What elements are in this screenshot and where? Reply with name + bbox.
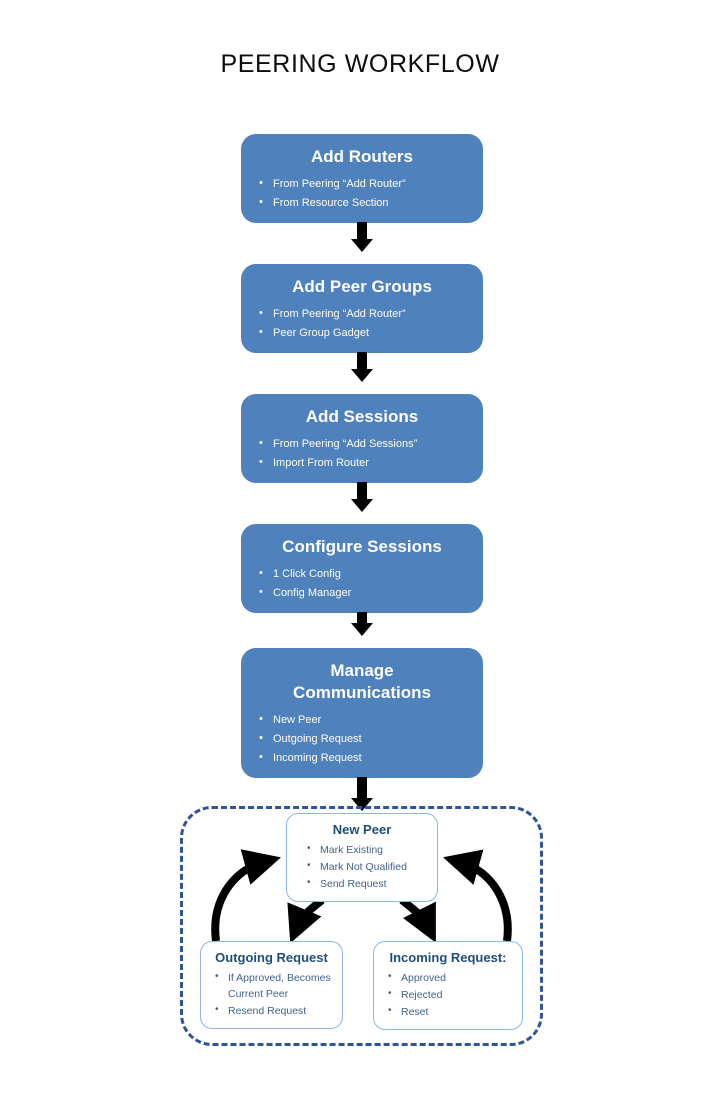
sub-box-new-peer: New Peer Mark Existing Mark Not Qualifie… [286,813,438,902]
arrow-head [351,369,373,382]
flow-box-title-line2: Communications [293,683,431,702]
list-item: Approved [384,969,516,986]
list-item: From Peering “Add Router” [255,174,473,194]
flow-box-bullet-list: From Peering “Add Router” From Resource … [241,174,483,213]
down-arrow-icon [351,482,373,512]
page-title: PEERING WORKFLOW [220,50,500,78]
arrow-head [351,623,373,636]
list-item: Send Request [303,875,431,892]
flow-box-bullet-list: From Peering “Add Router” Peer Group Gad… [241,304,483,343]
flow-box-manage-communications: Manage Communications New Peer Outgoing … [241,648,483,778]
sub-box-bullet-list: If Approved, Becomes Current Peer Resend… [201,969,342,1019]
list-item: Mark Not Qualified [303,858,431,875]
flow-box-bullet-list: From Peering “Add Sessions” Import From … [241,434,483,473]
sub-box-incoming-request: Incoming Request: Approved Rejected Rese… [373,941,523,1030]
list-item: Resend Request [211,1002,336,1019]
down-arrow-icon [351,612,373,636]
list-item: Rejected [384,986,516,1003]
arrow-head [351,239,373,252]
down-arrow-icon [351,222,373,252]
list-item: From Peering “Add Sessions” [255,434,473,454]
list-item: New Peer [255,710,473,730]
arrow-shaft [357,222,367,239]
list-item: Import From Router [255,453,473,473]
sub-box-bullet-list: Mark Existing Mark Not Qualified Send Re… [287,841,437,892]
list-item: 1 Click Config [255,564,473,584]
arrow-shaft [357,612,367,623]
sub-box-title: Outgoing Request [215,950,328,965]
down-arrow-icon [351,352,373,382]
arrow-shaft [357,482,367,499]
flow-box-bullet-list: New Peer Outgoing Request Incoming Reque… [241,710,483,768]
list-item: From Peering “Add Router” [255,304,473,324]
flow-box-bullet-list: 1 Click Config Config Manager [241,564,483,603]
sub-box-outgoing-request: Outgoing Request If Approved, Becomes Cu… [200,941,343,1029]
arrow-shaft [357,777,367,798]
arrow-head [351,499,373,512]
flow-box-add-peer-groups: Add Peer Groups From Peering “Add Router… [241,264,483,353]
list-item: Peer Group Gadget [255,323,473,343]
list-item: From Resource Section [255,193,473,213]
flow-box-configure-sessions: Configure Sessions 1 Click Config Config… [241,524,483,613]
list-item: Reset [384,1003,516,1020]
list-item: Mark Existing [303,841,431,858]
flow-box-title: Configure Sessions [282,537,442,556]
flow-box-title: Add Sessions [305,407,419,426]
sub-box-bullet-list: Approved Rejected Reset [374,969,522,1020]
flow-box-title: Add Peer Groups [292,277,432,296]
peer-cycle-group-container [180,806,543,1046]
list-item: Config Manager [255,583,473,603]
arrow-shaft [357,352,367,369]
sub-box-title: New Peer [332,822,392,837]
flow-box-add-sessions: Add Sessions From Peering “Add Sessions”… [241,394,483,483]
flow-box-title: Manage Communications [241,660,483,704]
flow-box-title-line1: Manage [330,661,394,680]
list-item: Outgoing Request [255,729,473,749]
list-item: If Approved, Becomes Current Peer [211,969,336,1002]
flow-box-add-routers: Add Routers From Peering “Add Router” Fr… [241,134,483,223]
flow-box-title: Add Routers [311,147,413,166]
list-item: Incoming Request [255,748,473,768]
sub-box-title: Incoming Request: [389,950,507,965]
